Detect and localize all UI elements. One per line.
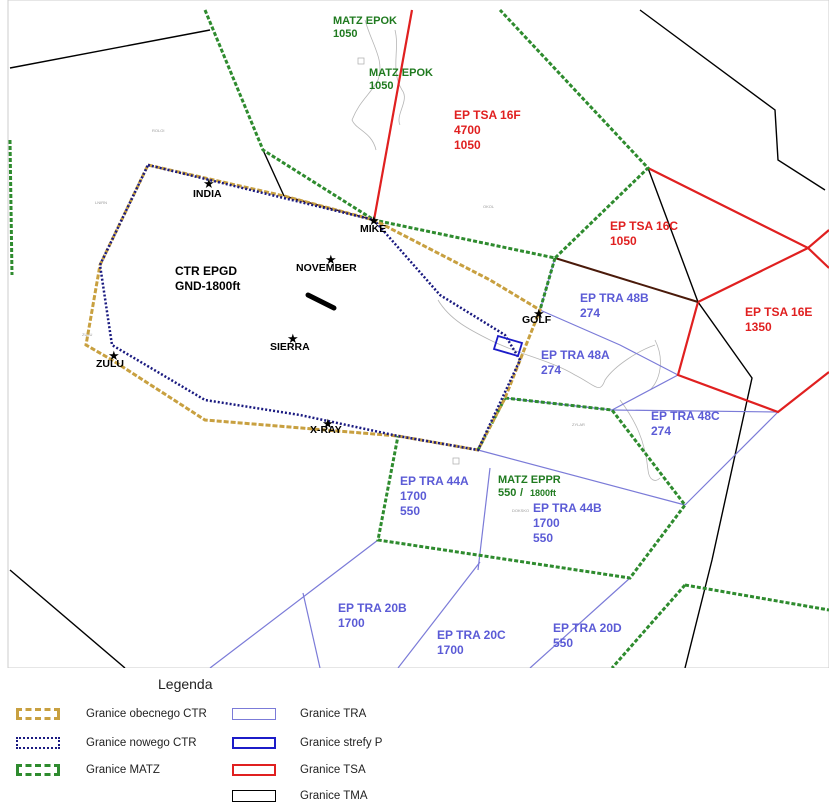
tra-48c-value: 274 xyxy=(651,424,671,438)
svg-text:LNIRN: LNIRN xyxy=(95,200,107,205)
tsa-16c-name: EP TSA 16C xyxy=(610,219,678,233)
legend-swatch-tma xyxy=(232,790,276,802)
tra-48c-name: EP TRA 48C xyxy=(651,409,720,423)
matz-epok-1-name: MATZ EPOK xyxy=(333,15,397,27)
ctr-limits: GND-1800ft xyxy=(175,279,240,293)
matz-eppr-upper: 1800ft xyxy=(530,488,556,498)
svg-text:ZULU: ZULU xyxy=(82,332,93,337)
tra-20d-value: 550 xyxy=(553,636,573,650)
map-frame xyxy=(7,0,829,668)
matz-epok-1-value: 1050 xyxy=(333,28,357,40)
svg-text:DOKSKO: DOKSKO xyxy=(512,508,529,513)
tra-20c-value: 1700 xyxy=(437,643,464,657)
legend-label-current-ctr: Granice obecnego CTR xyxy=(86,708,207,720)
p-zone-boundary xyxy=(492,334,524,358)
matz-eppr-value: 550 xyxy=(498,487,516,499)
tsa-16e-value: 1350 xyxy=(745,320,772,334)
legend-swatch-current-ctr xyxy=(16,708,60,720)
star-icon: ★ xyxy=(325,252,337,267)
svg-text:OKOL: OKOL xyxy=(483,204,495,209)
star-icon: ★ xyxy=(108,348,120,363)
airspace-map: ROLOI LNIRN OKOL ZULU ZYLAR DOKSKO xyxy=(7,0,829,668)
legend: Legenda Granice obecnego CTR Granice now… xyxy=(0,668,829,806)
point-golf: GOLF xyxy=(522,314,552,326)
star-icon: ★ xyxy=(533,306,545,321)
matz-epok-2-name: MATZ EPOK xyxy=(369,67,433,79)
point-india: INDIA xyxy=(193,188,222,200)
legend-label-new-ctr: Granice nowego CTR xyxy=(86,737,197,749)
tra-44b-lower: 550 xyxy=(533,531,553,545)
point-november: NOVEMBER xyxy=(296,262,357,274)
new-ctr-boundary xyxy=(98,163,522,452)
legend-swatch-new-ctr xyxy=(16,737,60,749)
tra-44a-lower: 550 xyxy=(400,504,420,518)
tra-44b-upper: 1700 xyxy=(533,516,560,530)
map-symbol-1 xyxy=(357,57,365,65)
tsa-16f-upper: 4700 xyxy=(454,123,481,137)
tsa-boundaries xyxy=(372,9,829,414)
tra-20b-name: EP TRA 20B xyxy=(338,601,407,615)
point-mike: MIKE xyxy=(360,223,386,235)
matz-eppr-name: MATZ EPPR xyxy=(498,474,561,486)
tra-44b-name: EP TRA 44B xyxy=(533,501,602,515)
matz-epok-2-value: 1050 xyxy=(369,80,393,92)
tra-20d-name: EP TRA 20D xyxy=(553,621,622,635)
ctr-label: CTR EPGD xyxy=(175,264,237,278)
legend-label-matz: Granice MATZ xyxy=(86,764,160,776)
tsa-16c-value: 1050 xyxy=(610,234,637,248)
tra-48a-name: EP TRA 48A xyxy=(541,348,610,362)
point-zulu: ZULU xyxy=(96,358,124,370)
coastline xyxy=(351,19,661,481)
legend-swatch-p-zone xyxy=(232,737,276,749)
svg-text:ROLOI: ROLOI xyxy=(152,128,164,133)
point-sierra: SIERRA xyxy=(270,341,310,353)
tra-44a-name: EP TRA 44A xyxy=(400,474,469,488)
svg-text:ZYLAR: ZYLAR xyxy=(572,422,585,427)
star-icon: ★ xyxy=(322,416,334,431)
legend-label-tma: Granice TMA xyxy=(300,790,368,802)
point-x-ray: X-RAY xyxy=(310,424,342,436)
tra-20c-name: EP TRA 20C xyxy=(437,628,506,642)
legend-swatch-matz xyxy=(16,764,60,776)
boundary-48b-north xyxy=(554,257,699,303)
star-icon: ★ xyxy=(203,176,215,191)
tra-20b-value: 1700 xyxy=(338,616,365,630)
tsa-16f-name: EP TSA 16F xyxy=(454,108,521,122)
tra-48a-value: 274 xyxy=(541,363,561,377)
tsa-16f-lower: 1050 xyxy=(454,138,481,152)
tra-44a-upper: 1700 xyxy=(400,489,427,503)
legend-title: Legenda xyxy=(158,676,213,692)
star-icon: ★ xyxy=(287,331,299,346)
legend-swatch-tra xyxy=(232,708,276,720)
legend-label-tsa: Granice TSA xyxy=(300,764,366,776)
tsa-16e-name: EP TSA 16E xyxy=(745,305,812,319)
legend-label-p-zone: Granice strefy P xyxy=(300,737,383,749)
tra-48b-name: EP TRA 48B xyxy=(580,291,649,305)
legend-swatch-tsa xyxy=(232,764,276,776)
runway xyxy=(305,292,337,311)
map-symbol-2 xyxy=(452,457,460,465)
tra-48b-value: 274 xyxy=(580,306,600,320)
map-tiny-labels: ROLOI LNIRN OKOL ZULU ZYLAR DOKSKO xyxy=(82,128,585,513)
legend-label-tra: Granice TRA xyxy=(300,708,367,720)
matz-eppr-slash: / xyxy=(520,487,523,499)
reporting-points: ★ INDIA ★ MIKE ★ NOVEMBER ★ GOLF ★ SIERR… xyxy=(96,176,552,436)
tma-boundaries xyxy=(9,9,826,668)
star-icon: ★ xyxy=(368,213,380,228)
